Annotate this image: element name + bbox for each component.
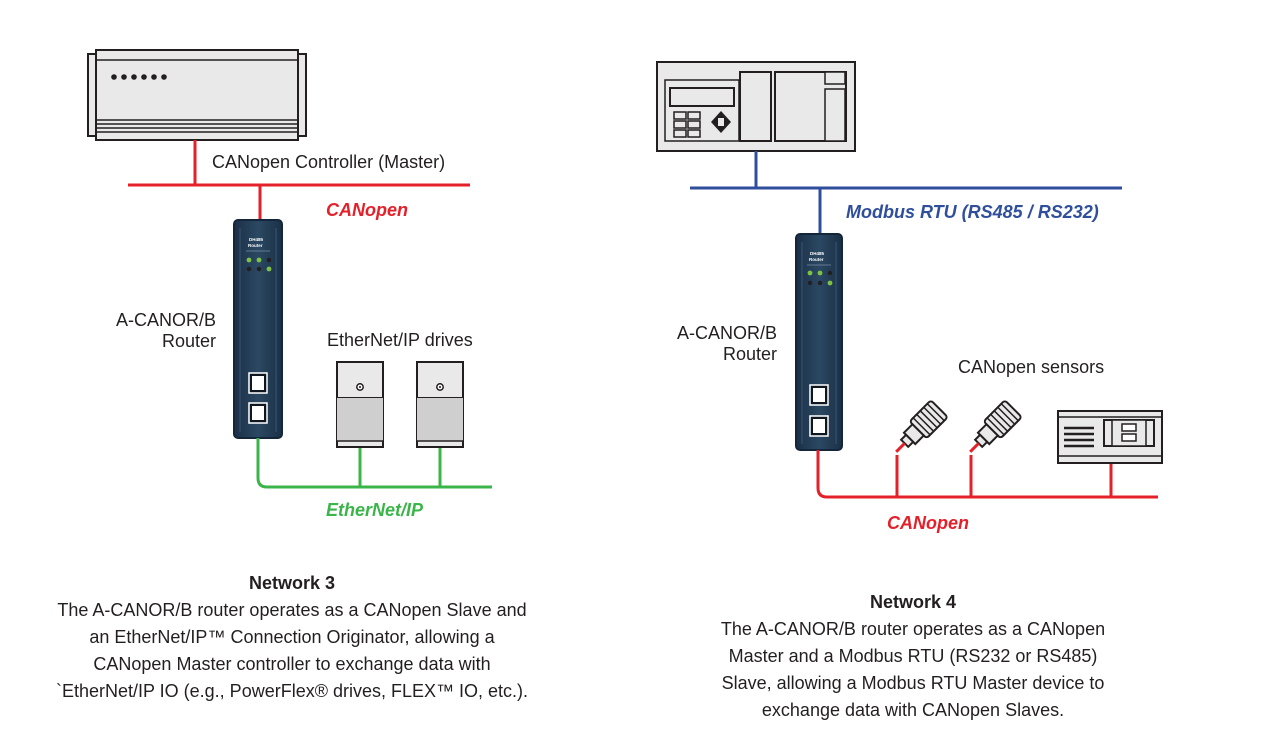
router4-label-line1: A-CANOR/B: [677, 323, 777, 343]
canopen-sensor-1: [895, 400, 948, 453]
router-port-bottom: [248, 402, 268, 424]
network3-desc-line1: The A-CANOR/B router operates as a CANop…: [57, 600, 527, 620]
sensors-label: CANopen sensors: [958, 357, 1104, 377]
ethernet-drive-2: [416, 361, 464, 448]
router4-port-bottom: [809, 415, 829, 437]
router-status-leds: [246, 257, 272, 272]
canopen-controller-device: [87, 49, 307, 141]
modbus-master-device: [656, 61, 856, 152]
network3-title: Network 3: [248, 573, 336, 593]
ethernet-bus-label: EtherNet/IP: [326, 500, 424, 520]
router-port-top: [248, 372, 268, 394]
hmi-panel: [664, 79, 740, 142]
network-3: CANopen Controller (Master) CANopen DH48…: [87, 49, 492, 520]
controller-indicator-dots: [111, 74, 167, 80]
controller-label: CANopen Controller (Master): [212, 152, 445, 172]
network3-desc-line4: `EtherNet/IP IO (e.g., PowerFlex® drives…: [55, 681, 529, 701]
router4-device-text-line2: Router: [809, 257, 824, 262]
canopen-bus4-line: [816, 450, 1158, 499]
hmi-keypad: [673, 111, 701, 138]
network3-caption: Network 3 The A-CANOR/B router operates …: [20, 570, 564, 705]
router-device: DH485 Router: [233, 219, 283, 439]
router-label-line2: Router: [162, 331, 216, 351]
network4-desc-line3: Slave, allowing a Modbus RTU Master devi…: [721, 673, 1105, 693]
router-device-text-line1: DH485: [249, 237, 264, 242]
ethernet-bus-line: [256, 438, 492, 489]
router4-device-text-line1: DH485: [810, 251, 825, 256]
canopen-bus4-label: CANopen: [887, 513, 969, 533]
router-label-line1: A-CANOR/B: [116, 310, 216, 330]
drives-label: EtherNet/IP drives: [327, 330, 473, 350]
network4-title: Network 4: [869, 592, 957, 612]
network4-desc-line1: The A-CANOR/B router operates as a CANop…: [720, 619, 1106, 639]
router4-status-leds: [807, 270, 833, 286]
network3-desc-line2: an EtherNet/IP™ Connection Originator, a…: [89, 627, 495, 647]
router-device-4: DH485 Router: [795, 233, 843, 451]
canopen-io-module: [1057, 410, 1163, 464]
router4-label-line2: Router: [723, 344, 777, 364]
ethernet-drive-1: [336, 361, 384, 448]
network3-desc-line3: CANopen Master controller to exchange da…: [93, 654, 491, 674]
canopen-sensor-2: [969, 400, 1022, 453]
modbus-bus-label: Modbus RTU (RS485 / RS232): [846, 202, 1099, 222]
io-module-terminals: [1064, 426, 1094, 448]
canopen-bus-label: CANopen: [326, 200, 408, 220]
network4-desc-line4: exchange data with CANopen Slaves.: [761, 700, 1065, 720]
router4-port-top: [809, 384, 829, 406]
network-4: Modbus RTU (RS485 / RS232) DH485 Router: [656, 61, 1163, 533]
router-device-text-line2: Router: [248, 243, 263, 248]
network4-caption: Network 4 The A-CANOR/B router operates …: [660, 589, 1166, 724]
network4-desc-line2: Master and a Modbus RTU (RS232 or RS485): [728, 646, 1098, 666]
